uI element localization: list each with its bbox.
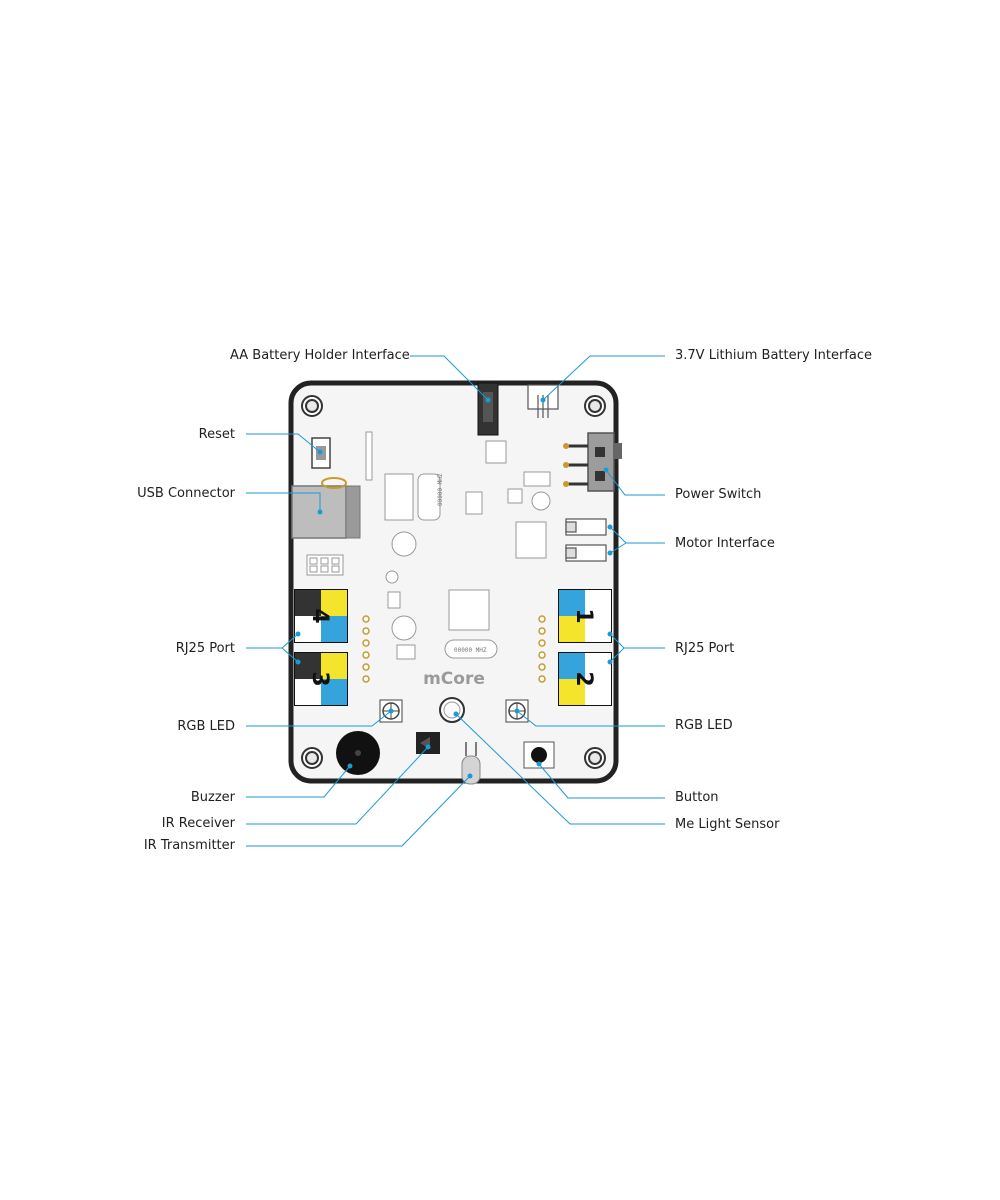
label-rj25-left: RJ25 Port (175, 641, 235, 656)
label-rgb-led-right: RGB LED (675, 718, 733, 733)
power-switch (563, 432, 622, 492)
port-number-3: 3 (307, 671, 332, 686)
mcore-logo: mCore (423, 669, 485, 689)
rj25-port-4: 4 (294, 589, 348, 643)
mounting-holes (301, 395, 606, 769)
label-ir-transmitter: IR Transmitter (143, 838, 235, 853)
label-power-switch: Power Switch (675, 487, 762, 502)
label-buzzer: Buzzer (190, 790, 235, 805)
ir-transmitter (461, 742, 481, 785)
callout-dots (295, 397, 613, 779)
label-rj25-right: RJ25 Port (675, 641, 735, 656)
pin-headers (362, 615, 546, 683)
port-number-1: 1 (571, 608, 596, 623)
label-ir-receiver: IR Receiver (161, 816, 235, 831)
usb-connector (291, 477, 361, 539)
port-number-2: 2 (571, 671, 596, 686)
rj25-port-1: 1 (558, 589, 612, 643)
aa-battery-connector (477, 382, 499, 436)
lithium-battery-connector (527, 384, 559, 418)
label-aa-battery: AA Battery Holder Interface (230, 348, 410, 363)
buzzer (336, 731, 380, 775)
crystal-label-bottom: 00000 MHZ (454, 647, 487, 654)
label-usb-connector: USB Connector (137, 486, 235, 501)
icsp-header (306, 554, 344, 576)
port-number-4: 4 (307, 608, 332, 623)
crystal-label-top: 00000 MHZ (437, 473, 444, 506)
label-motor-interface: Motor Interface (675, 536, 775, 551)
label-rgb-led-left: RGB LED (177, 719, 235, 734)
rj25-port-3: 3 (294, 652, 348, 706)
callout-lines (246, 355, 665, 847)
motor-connectors (565, 518, 607, 562)
label-light-sensor: Me Light Sensor (675, 817, 780, 832)
label-lithium-battery: 3.7V Lithium Battery Interface (675, 348, 872, 363)
ir-receiver (416, 732, 440, 754)
label-button: Button (675, 790, 719, 805)
rj25-port-2: 2 (558, 652, 612, 706)
board-components (365, 431, 551, 660)
label-reset: Reset (198, 427, 235, 442)
